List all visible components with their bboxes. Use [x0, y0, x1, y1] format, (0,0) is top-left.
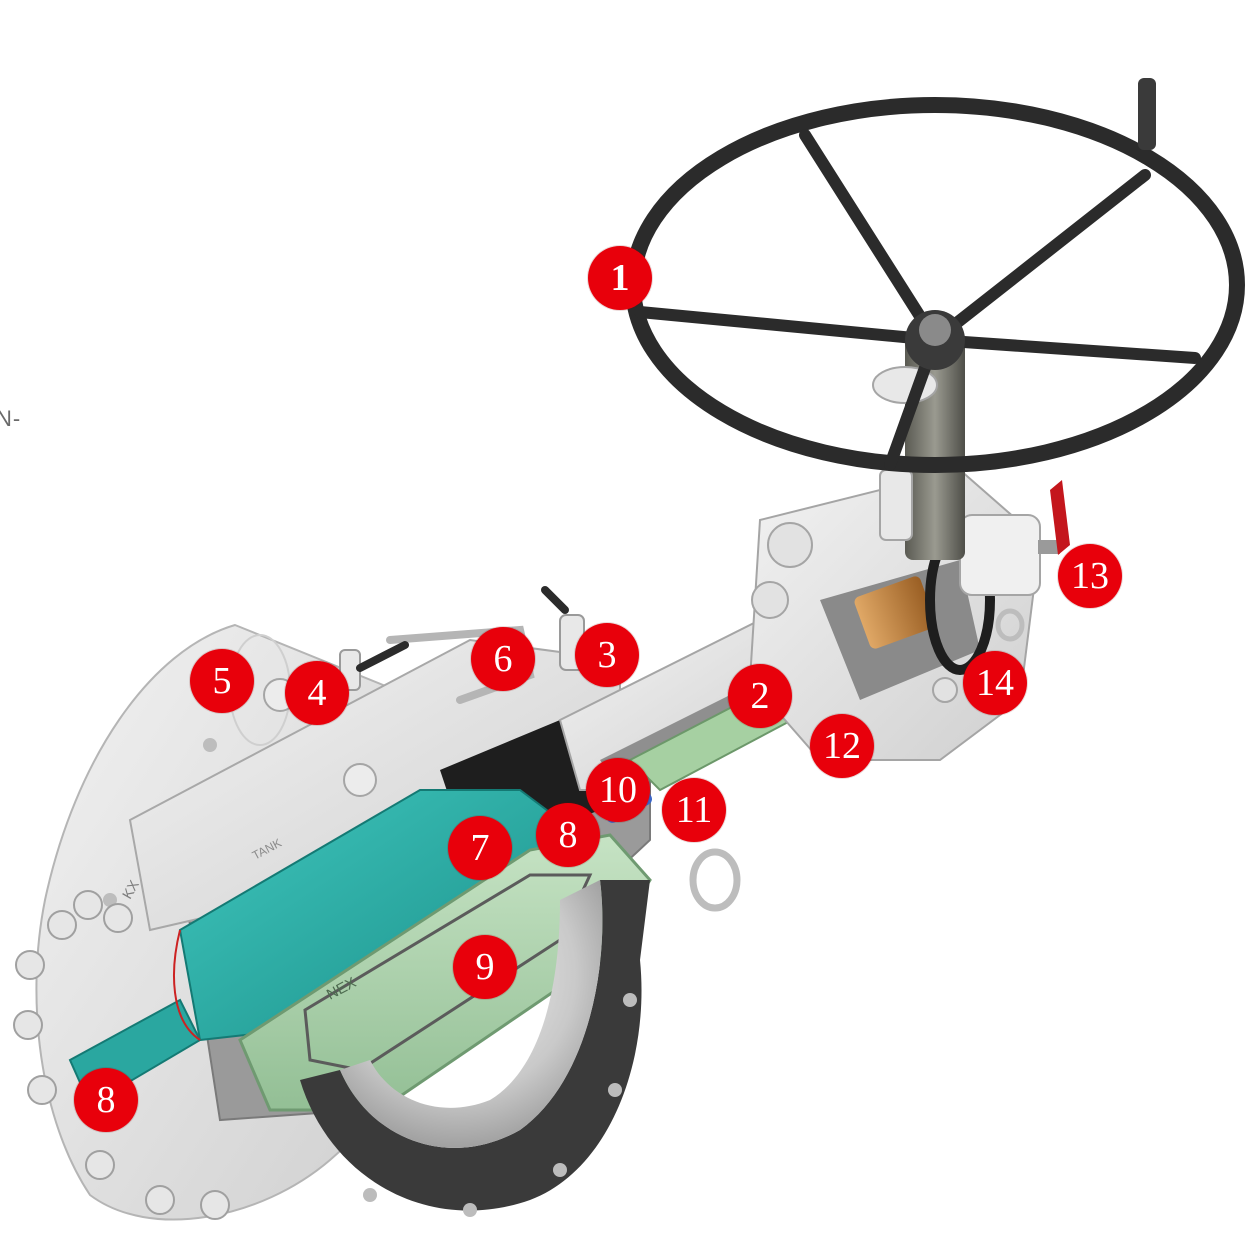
callout-8-lower: 8	[74, 1068, 138, 1132]
callout-7: 7	[448, 816, 512, 880]
front-flange	[300, 880, 650, 1217]
callout-14: 14	[963, 651, 1027, 715]
callout-5: 5	[190, 649, 254, 713]
callout-12: 12	[810, 714, 874, 778]
callout-8: 8	[536, 803, 600, 867]
callout-3: 3	[575, 623, 639, 687]
callout-10: 10	[586, 758, 650, 822]
stray-text: N-	[0, 406, 22, 431]
callout-13: 13	[1058, 544, 1122, 608]
end-cap-bolts	[13, 890, 230, 1220]
callout-6: 6	[471, 627, 535, 691]
callout-2: 2	[728, 664, 792, 728]
handwheel	[625, 78, 1245, 473]
callout-11: 11	[662, 778, 726, 842]
callout-1: 1	[588, 246, 652, 310]
callout-9: 9	[453, 935, 517, 999]
callout-4: 4	[285, 661, 349, 725]
